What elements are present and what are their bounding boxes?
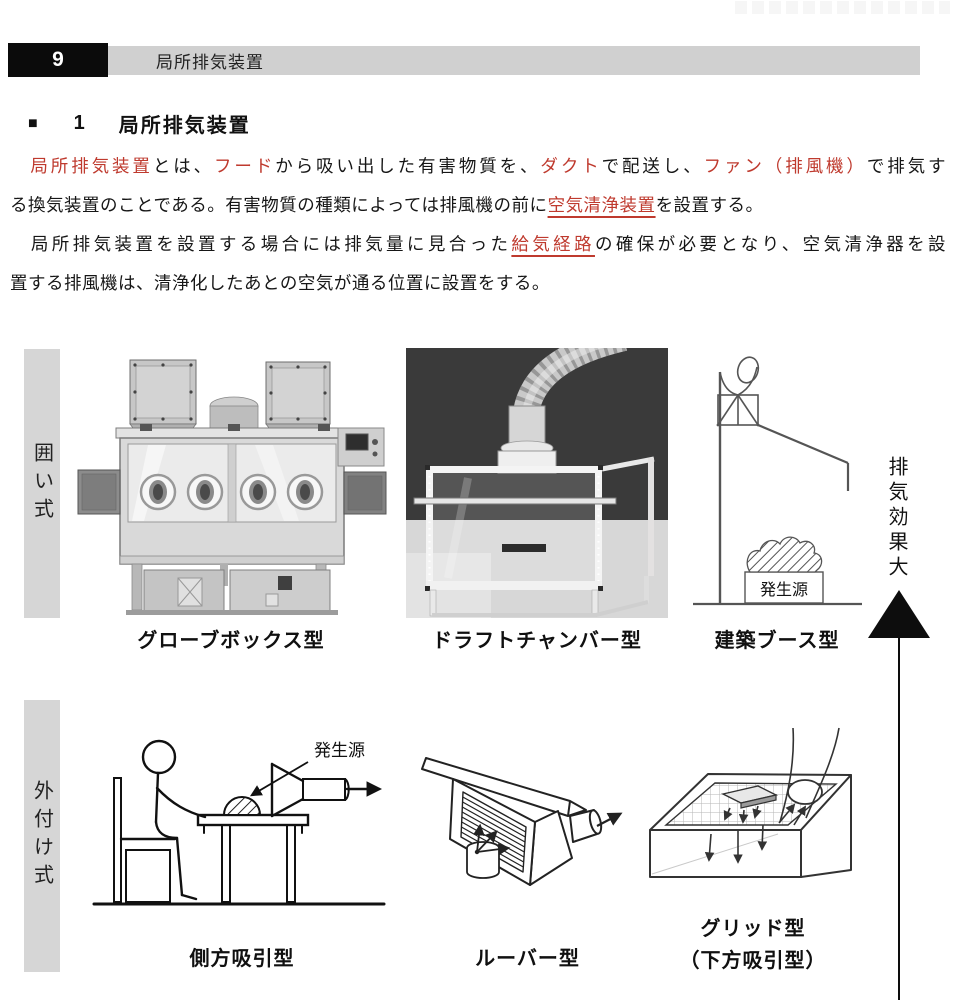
exhaust-effect-label: 排気効果大 bbox=[885, 456, 907, 581]
grid-suction-diagram bbox=[649, 727, 852, 878]
glove-box-photo bbox=[77, 359, 387, 615]
booth-source-label: 発生源 bbox=[760, 581, 808, 599]
side-suction-diagram: 発生源 bbox=[92, 739, 386, 906]
louver-diagram bbox=[421, 757, 623, 886]
chapter-header-bar bbox=[8, 46, 920, 75]
caption-louver: ルーバー型 bbox=[475, 948, 580, 970]
caption-building-booth: 建築ブース型 bbox=[714, 630, 840, 652]
row-label-external-type: 外付け式 bbox=[24, 700, 60, 972]
section-marker: ■ bbox=[28, 114, 38, 132]
chapter-number-box: 9 bbox=[8, 43, 108, 77]
section-number: 1 bbox=[73, 112, 87, 134]
caption-grid-line2: （下方吸引型） bbox=[679, 950, 827, 972]
chapter-title: 局所排気装置 bbox=[156, 53, 264, 72]
section-heading: ■ 1 局所排気装置 bbox=[28, 109, 251, 138]
section-title: 局所排気装置 bbox=[118, 115, 251, 137]
page-header-ghost bbox=[735, 1, 950, 14]
caption-draft-chamber: ドラフトチャンバー型 bbox=[432, 630, 642, 652]
building-booth-diagram: 発生源 bbox=[693, 356, 862, 606]
caption-side-suction: 側方吸引型 bbox=[189, 948, 295, 970]
body-paragraph: 局所排気装置とは、フードから吸い出した有害物質を、ダクトで配送し、ファン（排風機… bbox=[10, 156, 947, 293]
chapter-number: 9 bbox=[52, 48, 64, 71]
side-suction-source-label: 発生源 bbox=[314, 741, 365, 760]
caption-glove-box: グローブボックス型 bbox=[137, 630, 325, 652]
caption-grid-line1: グリッド型 bbox=[700, 918, 806, 940]
draft-chamber-photo bbox=[406, 348, 668, 618]
row-label-enclosed-type: 囲い式 bbox=[24, 349, 60, 618]
exhaust-effect-arrow-icon bbox=[868, 590, 930, 1000]
